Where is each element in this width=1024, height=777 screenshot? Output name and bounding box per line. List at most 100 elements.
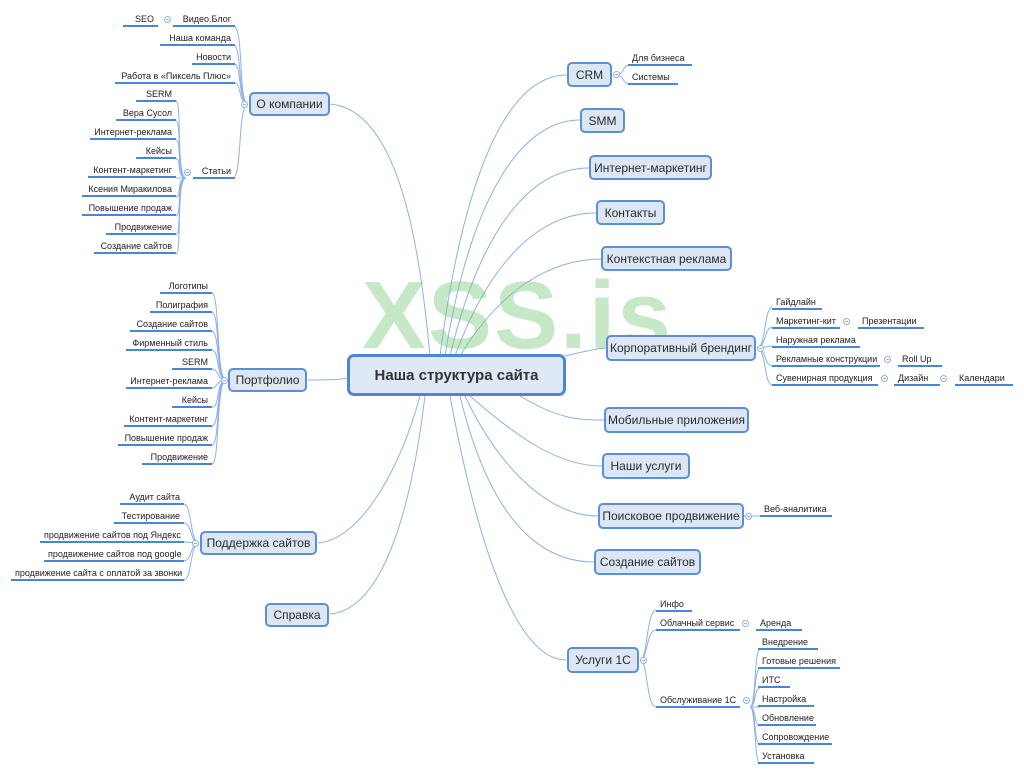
- node-support-label: Поддержка сайтов: [206, 536, 311, 550]
- leaf-branding-rollup[interactable]: Roll Up: [898, 353, 942, 367]
- node-mobile-label: Мобильные приложения: [608, 413, 745, 427]
- leaf-support-yandex[interactable]: продвижение сайтов под Яндекс: [40, 529, 184, 543]
- root-node[interactable]: Наша структура сайта: [347, 354, 566, 396]
- leaf-crm-systems[interactable]: Системы: [628, 71, 678, 85]
- leaf-onec-support[interactable]: Сопровождение: [758, 731, 832, 745]
- leaf-articles-cases[interactable]: Кейсы: [136, 145, 176, 159]
- node-onec-label: Услуги 1С: [575, 653, 631, 667]
- leaf-branding-constructions[interactable]: Рекламные конструкции: [772, 353, 880, 367]
- node-smm[interactable]: SMM: [580, 108, 625, 133]
- leaf-onec-update[interactable]: Обновление: [758, 712, 816, 726]
- leaf-articles[interactable]: Статьи: [193, 165, 235, 179]
- leaf-articles-serm[interactable]: SERM: [136, 88, 176, 102]
- leaf-portfolio-sites[interactable]: Создание сайтов: [130, 318, 212, 332]
- node-onec[interactable]: Услуги 1С: [567, 647, 639, 673]
- node-sites[interactable]: Создание сайтов: [594, 549, 701, 575]
- node-help[interactable]: Справка: [265, 603, 329, 627]
- leaf-articles-vera[interactable]: Вера Сусол: [116, 107, 176, 121]
- collapse-toggle-constructions[interactable]: [884, 356, 891, 363]
- collapse-toggle-crm[interactable]: [613, 71, 620, 78]
- node-support[interactable]: Поддержка сайтов: [200, 531, 317, 555]
- collapse-toggle-videoblog[interactable]: [164, 16, 171, 23]
- collapse-toggle-branding[interactable]: [757, 345, 764, 352]
- leaf-articles-internet-ads[interactable]: Интернет-реклама: [90, 126, 176, 140]
- collapse-toggle-design[interactable]: [940, 375, 947, 382]
- node-seo[interactable]: Поисковое продвижение: [598, 503, 744, 529]
- node-portfolio[interactable]: Портфолио: [228, 368, 307, 392]
- node-crm-label: CRM: [575, 67, 604, 82]
- collapse-toggle-maintenance[interactable]: [743, 697, 750, 704]
- leaf-onec-ready-solutions[interactable]: Готовые решения: [758, 655, 840, 669]
- node-crm[interactable]: CRM: [567, 62, 612, 87]
- leaf-articles-content[interactable]: Контент-маркетинг: [88, 164, 176, 178]
- leaf-support-testing[interactable]: Тестирование: [114, 510, 184, 524]
- leaf-portfolio-internet-ads[interactable]: Интернет-реклама: [126, 375, 212, 389]
- leaf-portfolio-sales[interactable]: Повышение продаж: [118, 432, 212, 446]
- leaf-portfolio-promotion[interactable]: Продвижение: [142, 451, 212, 465]
- leaf-branding-design[interactable]: Дизайн: [894, 372, 940, 386]
- leaf-portfolio-cases[interactable]: Кейсы: [172, 394, 212, 408]
- leaf-support-google[interactable]: продвижение сайтов под google: [44, 548, 184, 562]
- leaf-onec-info[interactable]: Инфо: [656, 598, 692, 612]
- leaf-onec-its[interactable]: ИТС: [758, 674, 790, 688]
- leaf-onec-rent[interactable]: Аренда: [756, 617, 802, 631]
- leaf-onec-implementation[interactable]: Внедрение: [758, 636, 818, 650]
- node-services-label: Наши услуги: [610, 459, 682, 473]
- leaf-branding-souvenirs[interactable]: Сувенирная продукция: [772, 372, 878, 386]
- node-help-label: Справка: [273, 608, 321, 622]
- node-internet-marketing[interactable]: Интернет-маркетинг: [589, 155, 712, 180]
- leaf-onec-maintenance[interactable]: Обслуживание 1С: [656, 694, 740, 708]
- leaf-articles-ksenia[interactable]: Ксения Миракилова: [82, 183, 176, 197]
- collapse-toggle-seo[interactable]: [745, 513, 752, 520]
- leaf-support-calls[interactable]: продвижение сайта с оплатой за звонки: [11, 567, 184, 581]
- node-branding-label: Корпоративный брендинг: [609, 341, 752, 355]
- node-context-ads-label: Контекстная реклама: [606, 251, 727, 266]
- collapse-toggle-articles[interactable]: [184, 169, 191, 176]
- collapse-toggle-marketing-kit[interactable]: [843, 318, 850, 325]
- leaf-onec-setup[interactable]: Настройка: [758, 693, 814, 707]
- leaf-news[interactable]: Новости: [192, 51, 235, 65]
- collapse-toggle-about[interactable]: [241, 101, 248, 108]
- node-sites-label: Создание сайтов: [599, 555, 696, 569]
- node-branding[interactable]: Корпоративный брендинг: [606, 335, 756, 361]
- leaf-articles-promotion[interactable]: Продвижение: [106, 221, 176, 235]
- node-services[interactable]: Наши услуги: [602, 453, 690, 479]
- node-about-label: О компании: [256, 97, 323, 111]
- collapse-toggle-support[interactable]: [192, 540, 199, 547]
- node-about[interactable]: О компании: [249, 92, 330, 116]
- leaf-branding-calendars[interactable]: Календари: [955, 372, 1013, 386]
- leaf-branding-guideline[interactable]: Гайдлайн: [772, 296, 822, 310]
- leaf-portfolio-serm[interactable]: SERM: [172, 356, 212, 370]
- leaf-crm-business[interactable]: Для бизнеса: [628, 52, 692, 66]
- leaf-videoblog[interactable]: Видео.Блог: [173, 13, 235, 27]
- leaf-work[interactable]: Работа в «Пиксель Плюс»: [115, 70, 235, 84]
- node-portfolio-label: Портфолио: [235, 373, 300, 387]
- leaf-branding-presentations[interactable]: Презентации: [858, 315, 924, 329]
- leaf-portfolio-print[interactable]: Полиграфия: [150, 299, 212, 313]
- collapse-toggle-portfolio[interactable]: [221, 377, 228, 384]
- leaf-support-audit[interactable]: Аудит сайта: [120, 491, 184, 505]
- leaf-articles-sites[interactable]: Создание сайтов: [94, 240, 176, 254]
- leaf-portfolio-content[interactable]: Контент-маркетинг: [124, 413, 212, 427]
- collapse-toggle-souvenirs[interactable]: [881, 375, 888, 382]
- node-contacts[interactable]: Контакты: [596, 200, 665, 225]
- leaf-branding-outdoor[interactable]: Наружная реклама: [772, 334, 860, 348]
- leaf-portfolio-logos[interactable]: Логотипы: [160, 280, 212, 294]
- node-context-ads[interactable]: Контекстная реклама: [601, 246, 732, 271]
- leaf-articles-sales[interactable]: Повышение продаж: [82, 202, 176, 216]
- leaf-team[interactable]: Наша команда: [160, 32, 235, 46]
- leaf-portfolio-style[interactable]: Фирменный стиль: [126, 337, 212, 351]
- collapse-toggle-onec[interactable]: [640, 657, 647, 664]
- collapse-toggle-cloud[interactable]: [742, 620, 749, 627]
- leaf-branding-marketing-kit[interactable]: Маркетинг-кит: [772, 315, 840, 329]
- node-mobile[interactable]: Мобильные приложения: [604, 407, 749, 433]
- node-contacts-label: Контакты: [604, 205, 657, 220]
- leaf-onec-cloud[interactable]: Облачный сервис: [656, 617, 740, 631]
- node-smm-label: SMM: [588, 113, 617, 128]
- leaf-seo-web-analytics[interactable]: Веб-аналитика: [760, 503, 832, 517]
- root-label: Наша структура сайта: [374, 366, 539, 384]
- leaf-onec-install[interactable]: Установка: [758, 750, 814, 764]
- leaf-seo[interactable]: SEO: [123, 13, 158, 27]
